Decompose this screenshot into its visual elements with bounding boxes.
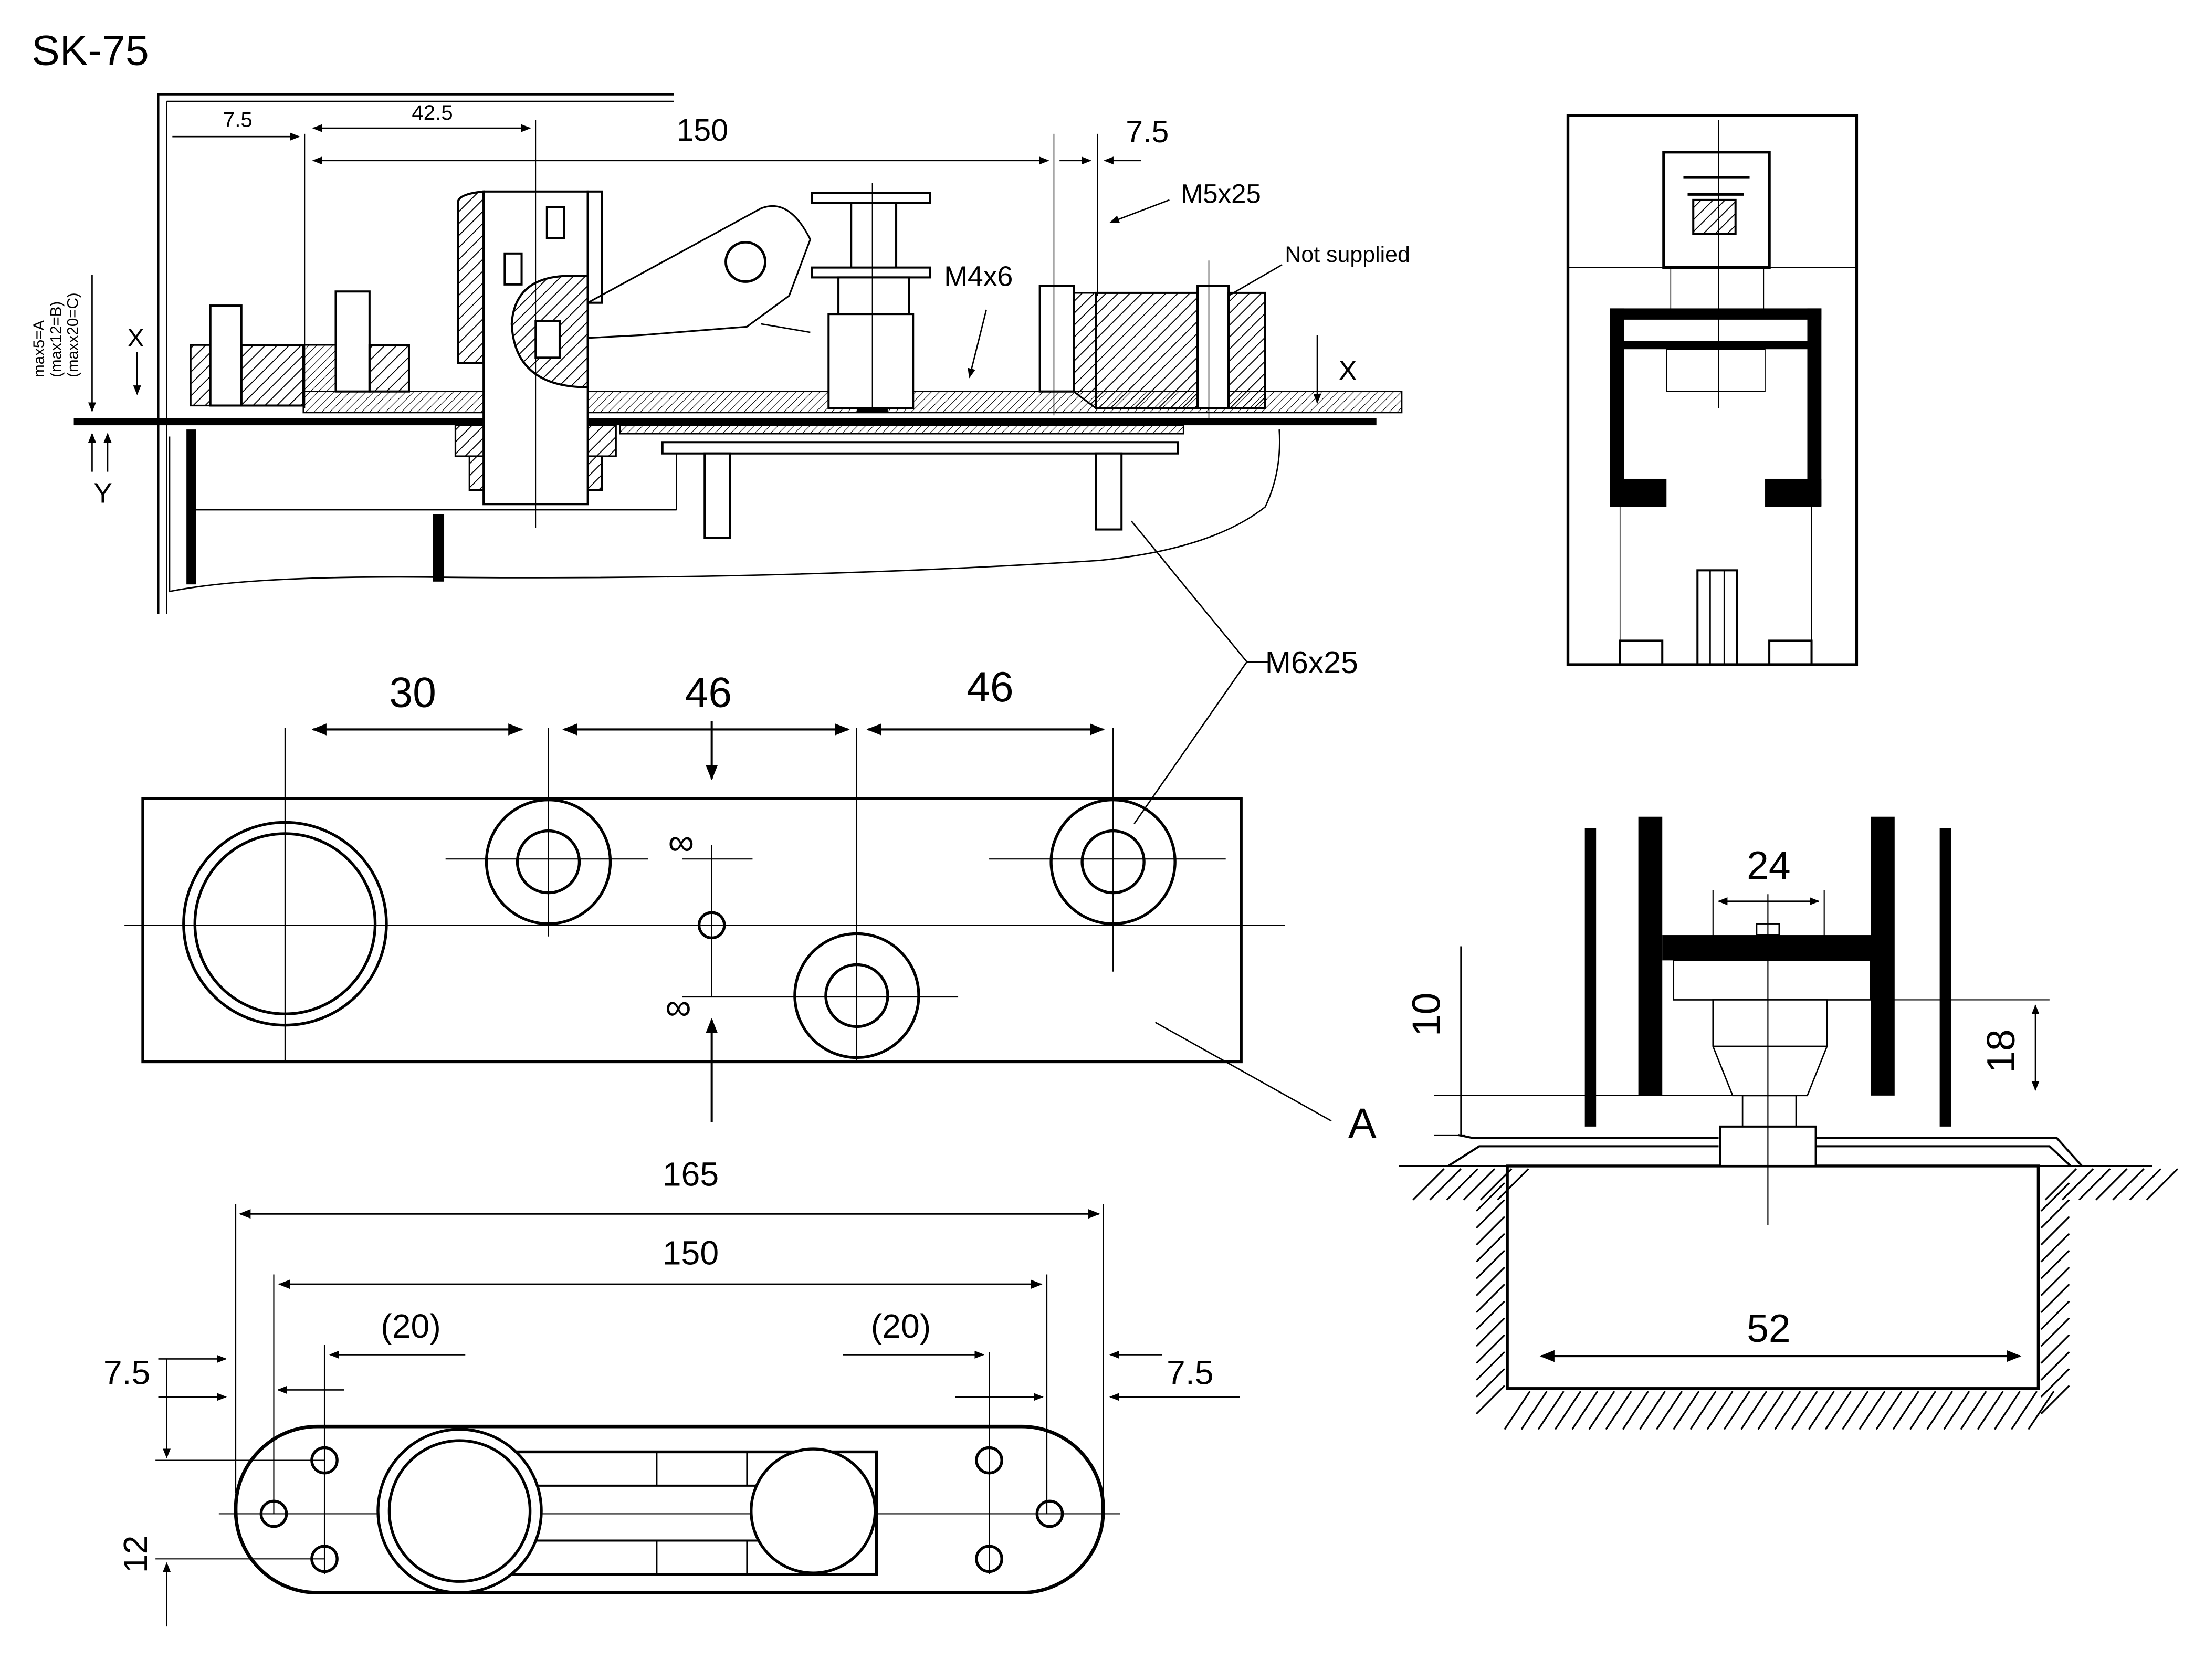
- top-view-labels: 30 46 46 ∞ ∞ A: [389, 664, 1377, 1148]
- infinity-bottom: ∞: [665, 986, 691, 1027]
- dim-75-right: 7.5: [1167, 1354, 1213, 1392]
- dim-gap-right: 7.5: [1126, 114, 1169, 149]
- dim-span-bottom: 150: [663, 1234, 719, 1272]
- label-m4: M4x6: [944, 261, 1013, 292]
- dim-18: 18: [1979, 1029, 2023, 1073]
- infinity-top: ∞: [668, 822, 695, 863]
- label-m5: M5x25: [1181, 178, 1261, 208]
- axis-x-right: X: [1338, 355, 1357, 386]
- label-m6: M6x25: [1265, 645, 1358, 680]
- dim-75-left: 7.5: [103, 1354, 150, 1392]
- dim-30: 30: [389, 669, 436, 717]
- depth-b: (max12=B): [47, 301, 65, 377]
- spindle-hole: [182, 821, 388, 1027]
- closer-arm: [587, 205, 812, 339]
- pivot-block: [827, 313, 915, 410]
- top-view: [124, 721, 1332, 1122]
- base-plate-labels: 165 150 (20) (20) 7.5 7.5 12: [103, 1156, 1214, 1573]
- dim-total: 165: [663, 1156, 719, 1193]
- label-a: A: [1348, 1100, 1377, 1147]
- dim-12: 12: [117, 1536, 154, 1573]
- base-plate: [234, 1424, 1105, 1595]
- label-not-supplied: Not supplied: [1285, 242, 1410, 267]
- side-view-labels: 7.5 42.5 150 7.5 M5x25 M4x6 Not supplied…: [30, 101, 1410, 680]
- end-view: [1566, 114, 1858, 666]
- dim-46-b: 46: [967, 664, 1014, 711]
- section-view: [1399, 816, 2179, 1430]
- dim-gap-left: 7.5: [223, 108, 253, 131]
- door-frame: [157, 93, 674, 614]
- dim-46-a: 46: [685, 669, 732, 717]
- axis-x-left: X: [127, 324, 144, 352]
- dim-52: 52: [1747, 1306, 1791, 1350]
- base-plate-view: [155, 1204, 1240, 1627]
- cover-plate: [141, 797, 1243, 1064]
- ground-hatching: [1412, 1168, 2179, 1430]
- side-view: [74, 93, 1403, 824]
- dim-20-left: (20): [381, 1307, 440, 1345]
- dim-20-right: (20): [871, 1307, 931, 1345]
- pit-outline: [169, 429, 1280, 593]
- depth-c: (maxx20=C): [65, 292, 82, 377]
- drawing-title: SK-75: [32, 27, 149, 74]
- dim-24: 24: [1747, 843, 1791, 887]
- axis-y: Y: [93, 478, 112, 509]
- dim-10: 10: [1404, 993, 1448, 1037]
- floor-line: [74, 418, 1377, 426]
- dim-span: 150: [677, 113, 728, 148]
- depth-a: max5=A: [30, 320, 48, 377]
- section-view-labels: 24 10 18 52: [1404, 843, 2022, 1350]
- dim-offset: 42.5: [412, 101, 453, 124]
